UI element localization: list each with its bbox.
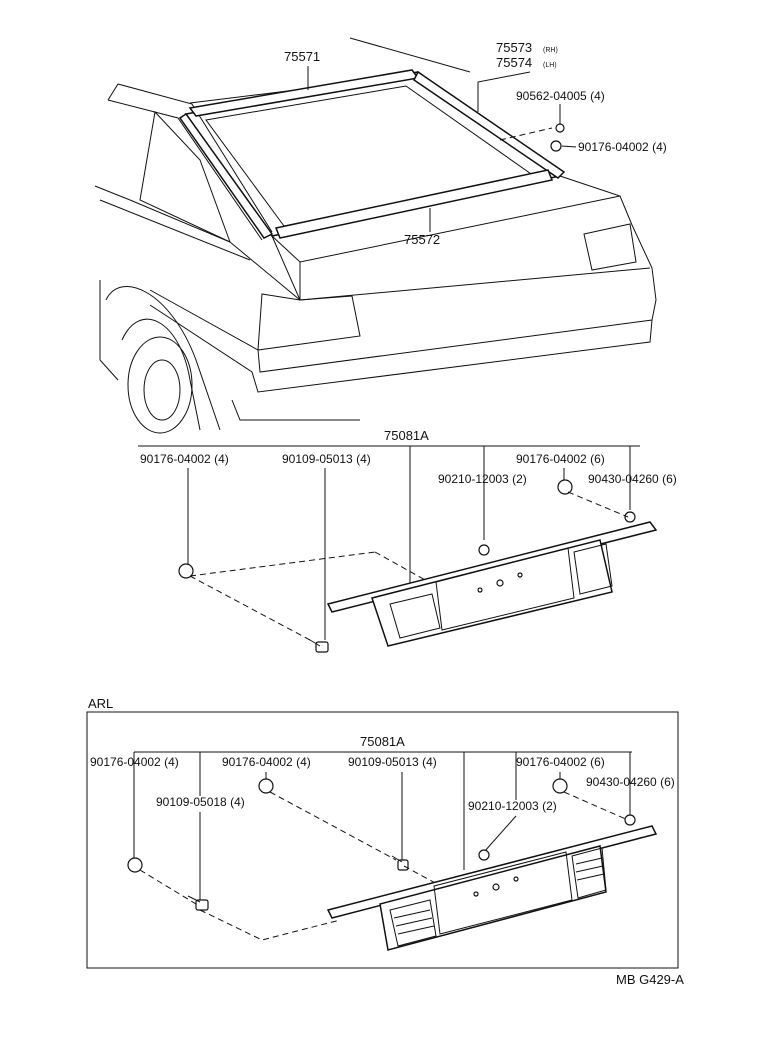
label-arl-90109-05018: 90109-05018 (4) (156, 795, 245, 809)
label-90430-04260: 90430-04260 (6) (588, 472, 677, 486)
label-arl-75081a: 75081A (360, 734, 405, 749)
figure-code: MB G429-A (616, 972, 684, 987)
garnish-drawing: 75081A 90176-04002 (4) 90109-05013 (4) 9… (138, 428, 677, 653)
label-75081a: 75081A (384, 428, 429, 443)
arl-title: ARL (88, 696, 113, 711)
arl-section: ARL 75081A 90176-04002 (4) 90109-05018 (… (86, 696, 679, 969)
label-90176-04002-top: 90176-04002 (4) (578, 140, 667, 154)
label-90109-05013: 90109-05013 (4) (282, 452, 371, 466)
label-arl-90176-04002-c: 90176-04002 (6) (516, 755, 605, 769)
car-rear-drawing (94, 37, 657, 434)
label-75572: 75572 (404, 232, 440, 247)
label-90562-04005: 90562-04005 (4) (516, 89, 605, 103)
label-90176-04002-right: 90176-04002 (6) (516, 452, 605, 466)
label-90210-12003: 90210-12003 (2) (438, 472, 527, 486)
label-arl-90176-04002-b: 90176-04002 (4) (222, 755, 311, 769)
label-arl-90109-05013: 90109-05013 (4) (348, 755, 437, 769)
label-75574: 75574 (496, 55, 532, 70)
label-arl-90210-12003: 90210-12003 (2) (468, 799, 557, 813)
label-75574-side: (LH) (543, 62, 557, 69)
label-75573: 75573 (496, 40, 532, 55)
top-labels: 75571 75573 (RH) 75574 (LH) 90562-04005 … (284, 40, 667, 247)
label-75573-side: (RH) (543, 47, 558, 54)
label-90176-04002-left: 90176-04002 (4) (140, 452, 229, 466)
label-75571: 75571 (284, 49, 320, 64)
